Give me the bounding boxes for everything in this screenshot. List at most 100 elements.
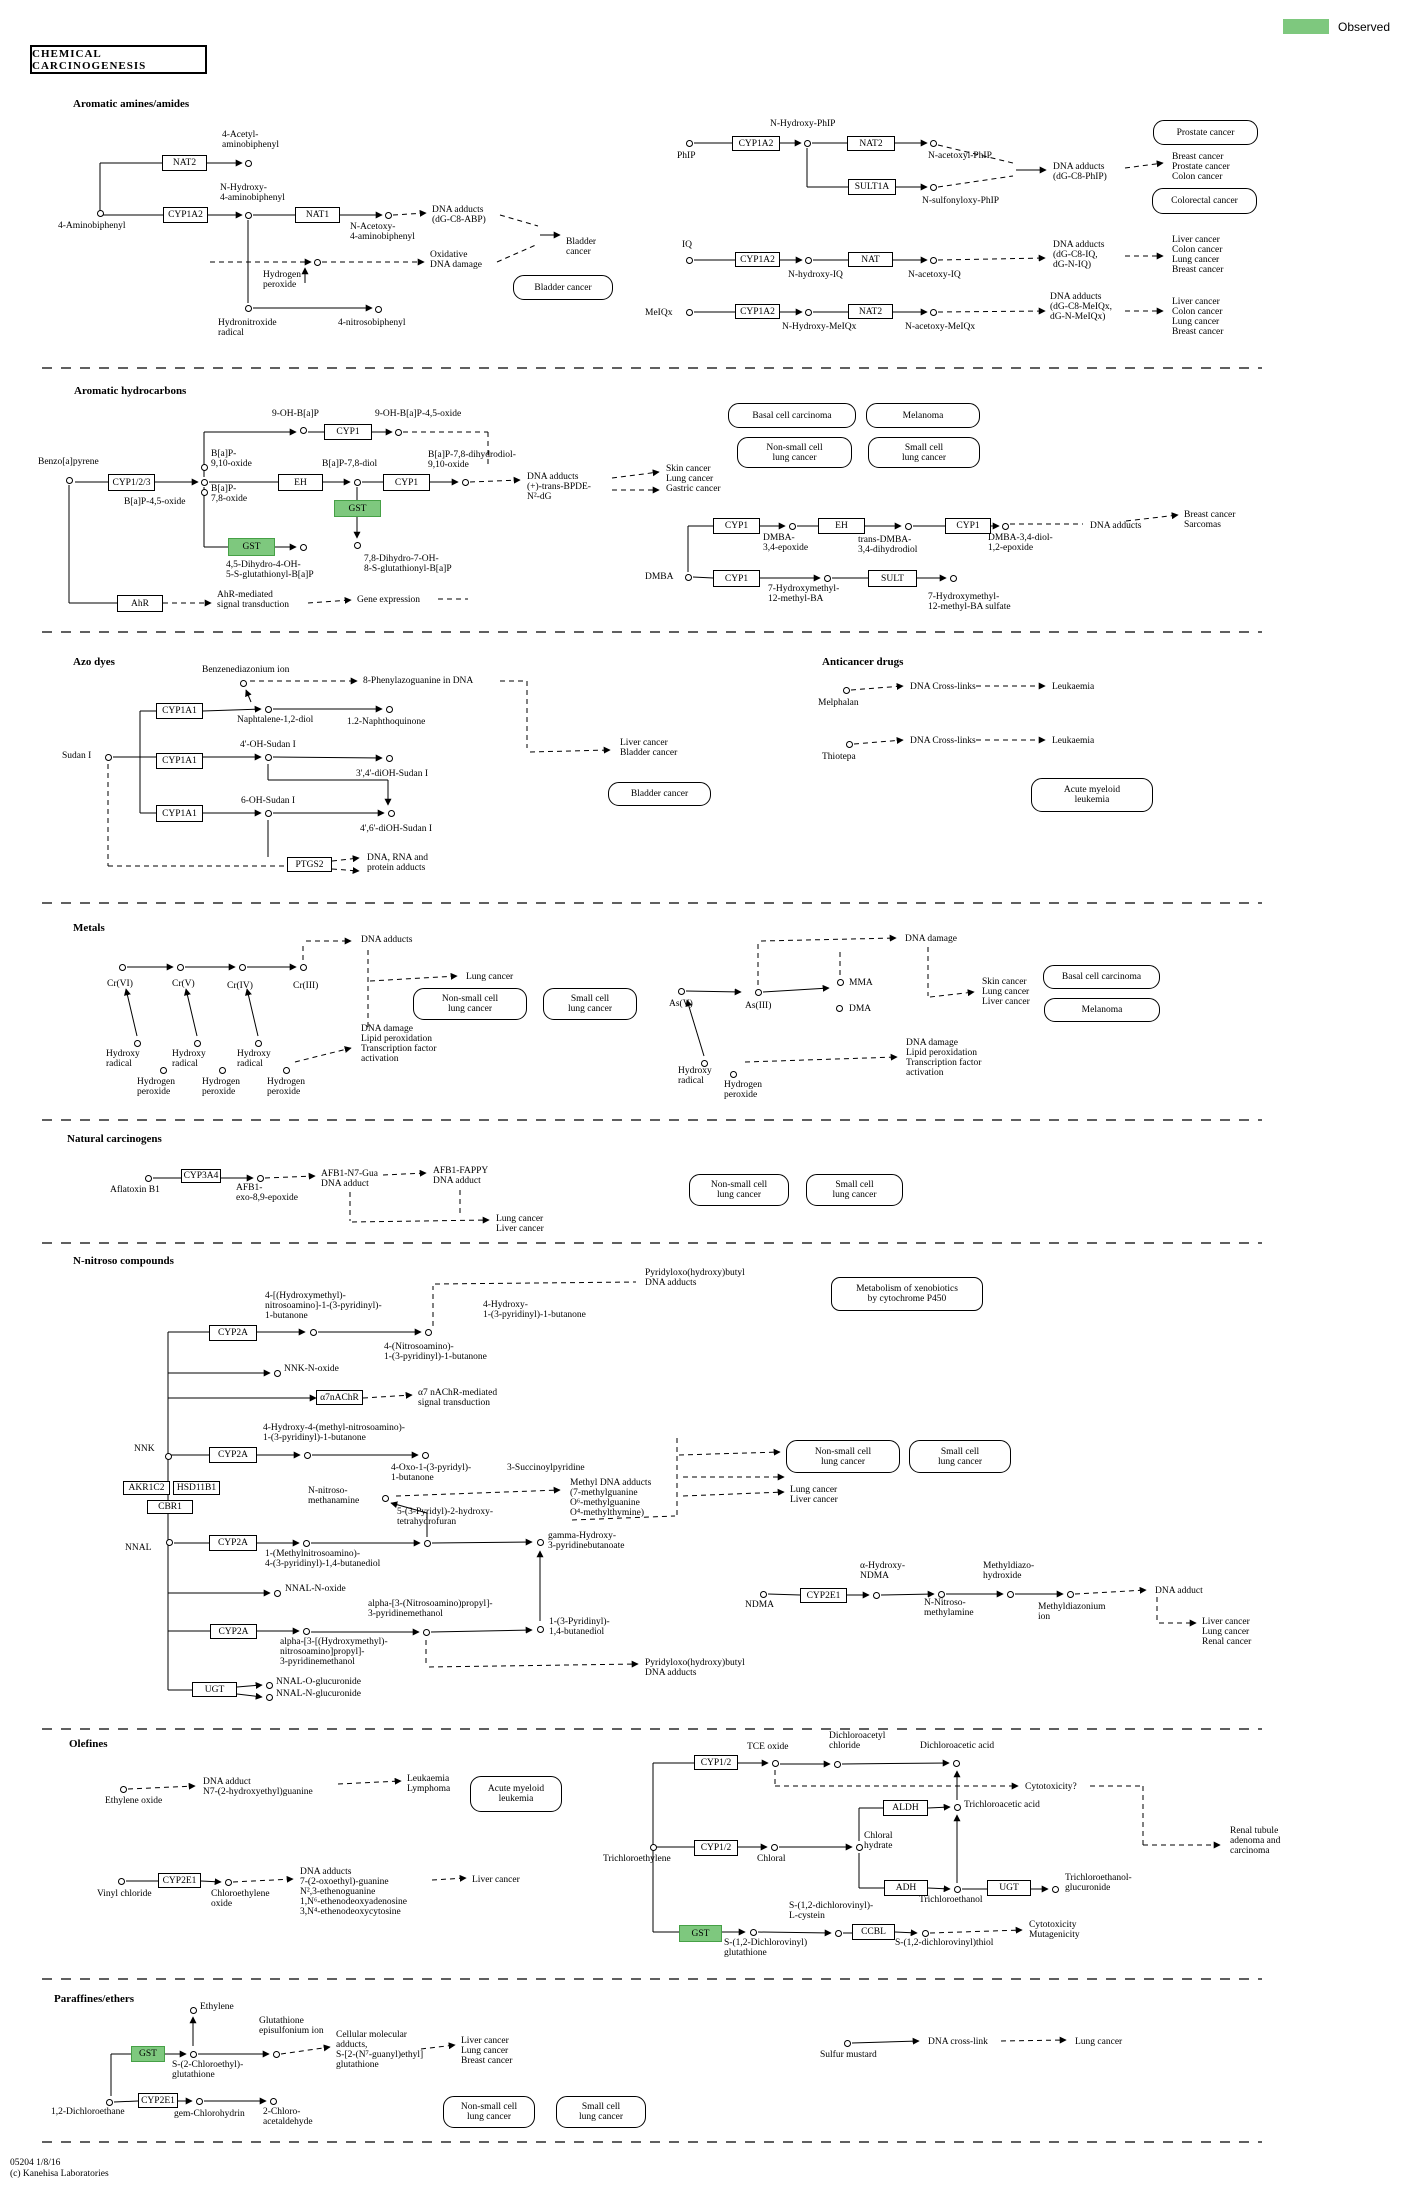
observed-box-gst[interactable]: GST xyxy=(679,1925,722,1942)
enzyme-box-ugt[interactable]: UGT xyxy=(987,1880,1031,1896)
enzyme-box-cyp1[interactable]: CYP1 xyxy=(383,474,430,491)
enzyme-box-cyp1-2-3[interactable]: CYP1/2/3 xyxy=(108,474,155,491)
enzyme-box-cyp2e1[interactable]: CYP2E1 xyxy=(138,2093,178,2108)
compound-label-dna-adducts: DNA adducts(dG-C8-ABP) xyxy=(432,205,486,225)
enzyme-box-hsd11b1[interactable]: HSD11B1 xyxy=(173,1481,220,1495)
cancer-box-bladder-cancer[interactable]: Bladder cancer xyxy=(608,782,711,806)
enzyme-box-aldh[interactable]: ALDH xyxy=(883,1800,928,1816)
observed-box-gst[interactable]: GST xyxy=(228,538,275,556)
enzyme-box-cyp1[interactable]: CYP1 xyxy=(945,518,991,534)
enzyme-box-cyp1a1[interactable]: CYP1A1 xyxy=(156,805,203,822)
metabolite-node xyxy=(754,988,762,996)
enzyme-box-eh[interactable]: EH xyxy=(278,474,323,491)
enzyme-box-cyp2e1[interactable]: CYP2E1 xyxy=(158,1873,201,1888)
enzyme-box-cbr1[interactable]: CBR1 xyxy=(147,1500,193,1514)
observed-box-gst[interactable]: GST xyxy=(334,500,381,517)
enzyme-box-cyp1a2[interactable]: CYP1A2 xyxy=(735,304,780,319)
enzyme-box-sult1a[interactable]: SULT1A xyxy=(848,179,896,195)
enzyme-box-cyp2a[interactable]: CYP2A xyxy=(209,1535,257,1551)
metabolite-node xyxy=(264,705,272,713)
cancer-box-basal-cell-carcinoma[interactable]: Basal cell carcinoma xyxy=(1043,965,1160,989)
compound-label-lung-cancer: Lung cancer xyxy=(466,972,514,982)
enzyme-box-cyp1-2[interactable]: CYP1/2 xyxy=(694,1755,738,1770)
enzyme-box-cyp1a1[interactable]: CYP1A1 xyxy=(156,703,203,719)
edge xyxy=(127,1782,196,1790)
enzyme-box-cyp2e1[interactable]: CYP2E1 xyxy=(800,1588,847,1603)
enzyme-box-cyp1-2[interactable]: CYP1/2 xyxy=(694,1840,738,1856)
enzyme-box-7nachr[interactable]: α7nAChR xyxy=(316,1390,363,1405)
enzyme-box-cyp1a2[interactable]: CYP1A2 xyxy=(163,207,208,223)
enzyme-box-ptgs2[interactable]: PTGS2 xyxy=(287,857,332,872)
map-footer: 05204 1/8/16 (c) Kanehisa Laboratories xyxy=(10,2158,109,2180)
pathway-title-box[interactable]: CHEMICAL CARCINOGENESIS xyxy=(30,45,207,74)
cancer-box-melanoma[interactable]: Melanoma xyxy=(866,403,980,428)
metabolite-node xyxy=(313,258,321,266)
enzyme-box-nat2[interactable]: NAT2 xyxy=(847,136,895,151)
enzyme-box-cyp3a4[interactable]: CYP3A4 xyxy=(181,1169,221,1183)
compound-label-4-6-dioh-sudan-i: 4',6'-diOH-Sudan I xyxy=(360,824,433,834)
enzyme-box-nat[interactable]: NAT xyxy=(848,252,893,267)
edge xyxy=(124,988,138,1037)
metabolite-node xyxy=(119,1785,127,1793)
enzyme-box-akr1c2[interactable]: AKR1C2 xyxy=(123,1481,170,1495)
edge xyxy=(678,1448,781,1456)
enzyme-box-cyp1a2[interactable]: CYP1A2 xyxy=(735,252,780,267)
compound-label-n-acetoxy-meiqx: N-acetoxy-MeIQx xyxy=(905,322,976,332)
enzyme-box-nat1[interactable]: NAT1 xyxy=(295,207,340,223)
enzyme-box-ccbl[interactable]: CCBL xyxy=(852,1924,895,1940)
metabolite-node xyxy=(952,1759,960,1767)
cancer-box-melanoma[interactable]: Melanoma xyxy=(1044,998,1160,1022)
enzyme-box-cyp1[interactable]: CYP1 xyxy=(713,570,760,587)
enzyme-box-nat2[interactable]: NAT2 xyxy=(848,304,893,319)
metabolite-node xyxy=(200,488,208,496)
enzyme-box-ahr[interactable]: AhR xyxy=(117,595,163,612)
cancer-box-bladder-cancer[interactable]: Bladder cancer xyxy=(513,275,613,300)
enzyme-box-adh[interactable]: ADH xyxy=(884,1880,928,1896)
enzyme-box-sult[interactable]: SULT xyxy=(868,570,917,587)
enzyme-box-nat2[interactable]: NAT2 xyxy=(162,155,207,171)
enzyme-box-ugt[interactable]: UGT xyxy=(192,1682,237,1697)
enzyme-box-cyp2a[interactable]: CYP2A xyxy=(210,1624,257,1639)
compound-label-4-oh-sudan-i: 4'-OH-Sudan I xyxy=(240,740,296,750)
enzyme-box-cyp2a[interactable]: CYP2A xyxy=(209,1325,257,1341)
metabolite-node xyxy=(833,1760,841,1768)
metabolite-node xyxy=(299,426,307,434)
enzyme-box-cyp1[interactable]: CYP1 xyxy=(713,518,760,534)
observed-box-gst[interactable]: GST xyxy=(131,2046,165,2062)
enzyme-box-cyp1a2[interactable]: CYP1A2 xyxy=(732,136,780,151)
compound-label-2-chloro: 2-Chloro-acetaldehyde xyxy=(263,2107,313,2127)
compound-label-cr-v: Cr(V) xyxy=(172,979,195,989)
edge xyxy=(392,209,427,217)
metabolite-node xyxy=(770,1843,778,1851)
compound-label-3-4-dioh-sudan-i: 3',4'-diOH-Sudan I xyxy=(356,769,429,779)
compound-label-leukaemia: Leukaemia xyxy=(1052,682,1095,692)
cancer-box-prostate-cancer[interactable]: Prostate cancer xyxy=(1153,120,1258,145)
enzyme-box-cyp1a1[interactable]: CYP1A1 xyxy=(156,753,203,769)
map-id: 05204 1/8/16 xyxy=(10,2158,61,2168)
metabolite-node xyxy=(224,1878,232,1886)
enzyme-box-cyp1[interactable]: CYP1 xyxy=(324,424,372,440)
enzyme-box-cyp2a[interactable]: CYP2A xyxy=(209,1447,257,1463)
enzyme-box-eh[interactable]: EH xyxy=(818,518,865,534)
cancer-box-colorectal-cancer[interactable]: Colorectal cancer xyxy=(1152,188,1257,214)
cancer-box-basal-cell-carcinoma[interactable]: Basal cell carcinoma xyxy=(728,403,856,428)
